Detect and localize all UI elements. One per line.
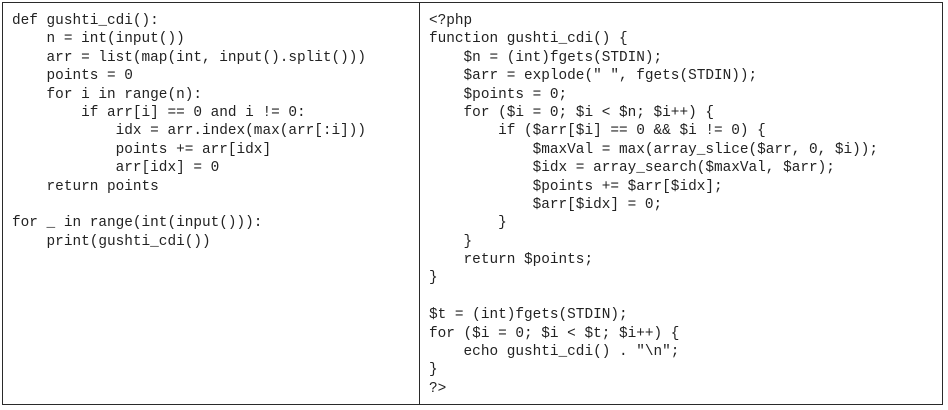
php-code-block: <?php function gushti_cdi() { $n = (int)… bbox=[429, 12, 942, 398]
php-code-line: echo gushti_cdi() . "\n"; bbox=[429, 344, 680, 361]
php-code-line: ?> bbox=[429, 380, 447, 397]
python-code-line: def gushti_cdi(): bbox=[12, 13, 159, 29]
python-code-line: return points bbox=[12, 178, 159, 195]
php-code-line: } bbox=[429, 362, 438, 379]
code-comparison-table: def gushti_cdi(): n = int(input()) arr =… bbox=[2, 2, 943, 405]
php-code-line: } bbox=[429, 215, 507, 232]
python-code-line: arr = list(map(int, input().split())) bbox=[12, 49, 367, 66]
php-code-line: $t = (int)fgets(STDIN); bbox=[429, 307, 628, 324]
php-code-line: if ($arr[$i] == 0 && $i != 0) { bbox=[429, 123, 766, 140]
python-code-line: arr[idx] = 0 bbox=[12, 160, 220, 177]
php-code-line: } bbox=[429, 233, 473, 250]
python-code-line: points += arr[idx] bbox=[12, 141, 272, 158]
php-code-line: for ($i = 0; $i < $n; $i++) { bbox=[429, 104, 714, 121]
python-code-line: points = 0 bbox=[12, 68, 133, 85]
python-code-line: idx = arr.index(max(arr[:i])) bbox=[12, 123, 367, 140]
php-code-line: <?php bbox=[429, 13, 473, 29]
php-code-line: $points += $arr[$idx]; bbox=[429, 178, 723, 195]
php-code-line: return $points; bbox=[429, 252, 594, 269]
python-code-line: for _ in range(int(input())): bbox=[12, 215, 263, 232]
php-code-line: for ($i = 0; $i < $t; $i++) { bbox=[429, 325, 680, 342]
python-code-line bbox=[12, 196, 419, 214]
php-code-line: $n = (int)fgets(STDIN); bbox=[429, 49, 663, 66]
python-code-line: for i in range(n): bbox=[12, 86, 202, 103]
php-code-line: $maxVal = max(array_slice($arr, 0, $i)); bbox=[429, 141, 879, 158]
python-code-line: if arr[i] == 0 and i != 0: bbox=[12, 104, 306, 121]
php-code-line: } bbox=[429, 270, 438, 287]
php-code-line: $idx = array_search($maxVal, $arr); bbox=[429, 160, 835, 177]
php-code-line: function gushti_cdi() { bbox=[429, 31, 628, 48]
python-code-line: n = int(input()) bbox=[12, 31, 185, 48]
python-code-line: print(gushti_cdi()) bbox=[12, 233, 211, 250]
php-code-line: $arr = explode(" ", fgets(STDIN)); bbox=[429, 68, 758, 85]
python-code-block: def gushti_cdi(): n = int(input()) arr =… bbox=[12, 12, 419, 251]
python-code-panel: def gushti_cdi(): n = int(input()) arr =… bbox=[3, 3, 420, 404]
php-code-line: $arr[$idx] = 0; bbox=[429, 196, 663, 213]
php-code-line: $points = 0; bbox=[429, 86, 568, 103]
php-code-line bbox=[429, 288, 942, 306]
php-code-panel: <?php function gushti_cdi() { $n = (int)… bbox=[420, 3, 942, 404]
